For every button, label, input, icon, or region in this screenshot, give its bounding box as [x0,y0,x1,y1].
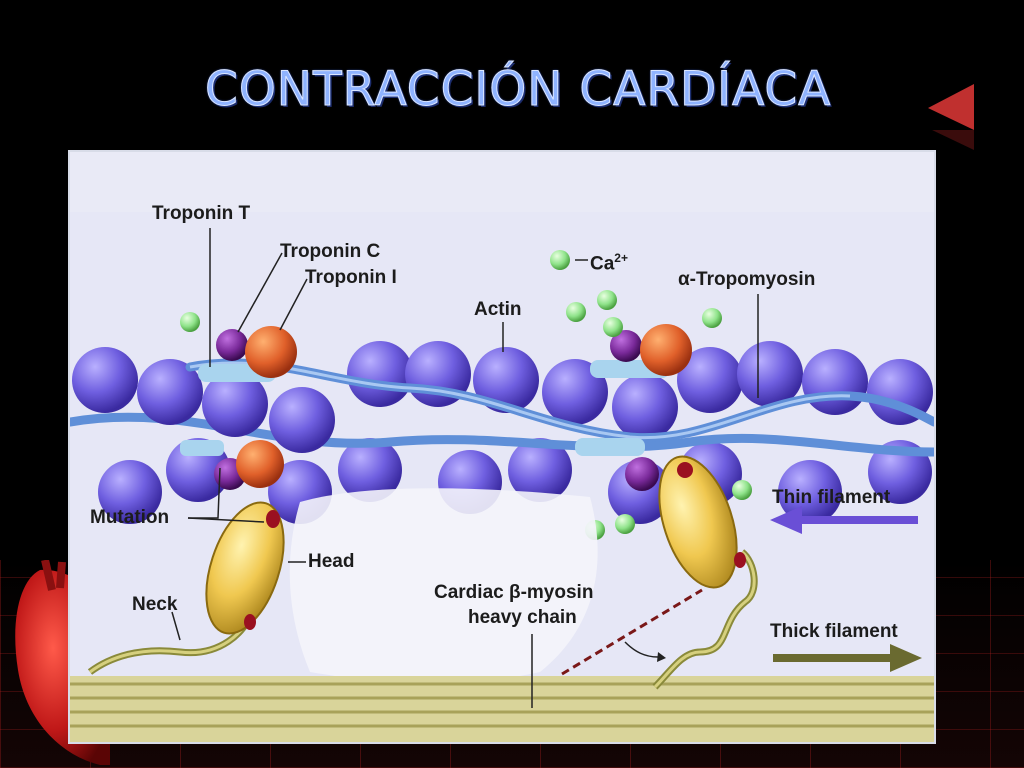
thick-filament [70,676,934,742]
leader-lines [171,228,759,708]
troponin-complex-left [180,326,297,490]
troponin-complex-right [575,324,692,491]
thick-filament-arrow [773,644,922,672]
diagram-panel: Troponin T Troponin C Troponin I Ca2+ Ac… [68,150,936,744]
label-calcium: Ca2+ [590,251,628,275]
label-myosin-line1: Cardiac β-myosin [434,582,594,603]
label-myosin-line2: heavy chain [468,607,577,628]
label-troponin-i: Troponin I [305,267,397,288]
label-actin: Actin [474,299,522,320]
myosin-right [652,455,758,690]
label-thick-filament: Thick filament [770,621,898,642]
myosin-left [87,501,285,675]
label-troponin-t: Troponin T [152,203,251,224]
label-troponin-c: Troponin C [280,241,381,262]
label-mutation: Mutation [90,507,170,528]
label-thin-filament: Thin filament [772,487,891,508]
label-head: Head [308,551,355,572]
previous-slide-button[interactable] [924,80,980,158]
label-neck: Neck [132,594,178,615]
calcium-ions [180,250,752,540]
triangle-left-icon [928,84,974,130]
muscle-filament-diagram [70,152,934,742]
thin-filament-arrow [770,506,918,534]
label-tropomyosin: α-Tropomyosin [678,269,816,290]
slide-title: CONTRACCIÓN CARDÍACA [205,62,832,118]
